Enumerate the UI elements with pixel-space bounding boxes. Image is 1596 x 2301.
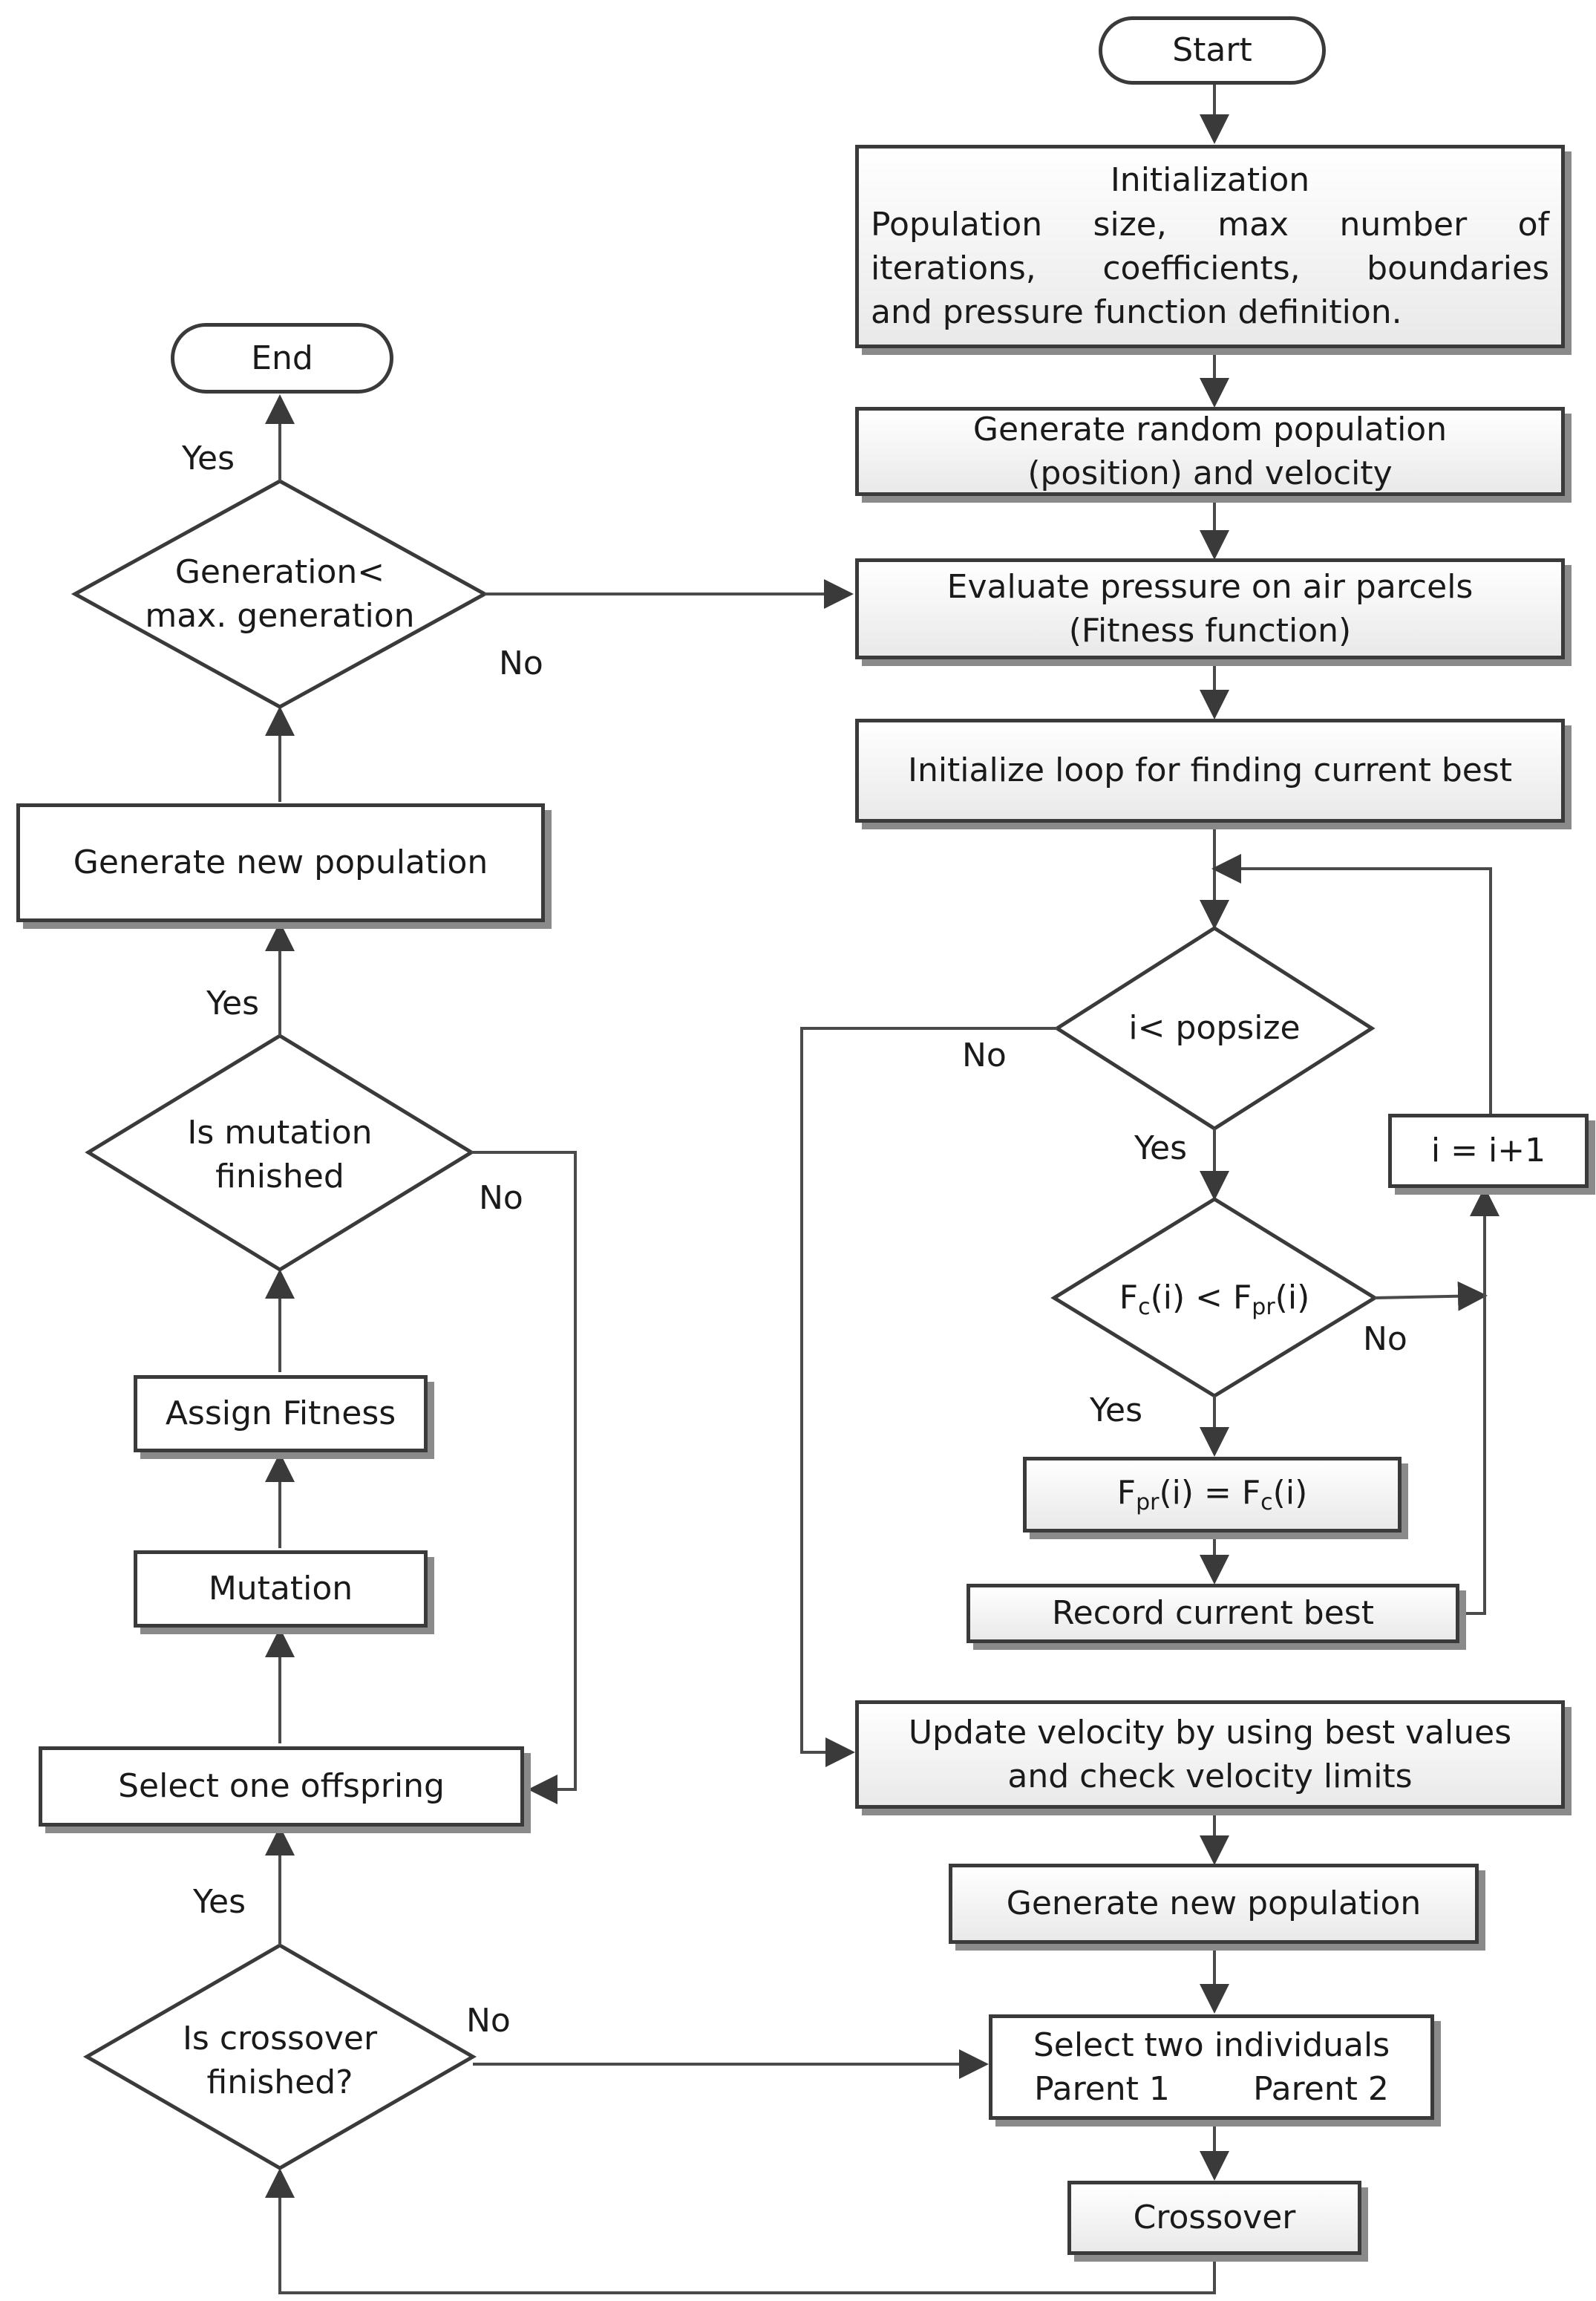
arrow-fitness-no-increment	[1374, 1281, 1488, 1311]
fitness-condition-label: Fc(i) < Fpr(i)	[1119, 1276, 1309, 1323]
crossover-condition-text: Is crossover finished?	[126, 2008, 434, 2112]
yes-label-popsize: Yes	[1134, 1129, 1188, 1167]
yes-label-crossover: Yes	[193, 1883, 246, 1921]
evaluate-line-1: Evaluate pressure on air parcels	[946, 567, 1474, 606]
record-best-label: Record current best	[1052, 1594, 1374, 1633]
mutation-label: Mutation	[208, 1570, 353, 1608]
fitness-condition-text: Fc(i) < Fpr(i)	[1091, 1259, 1338, 1340]
generate-new-population-right-box: Generate new population	[949, 1864, 1479, 1944]
no-label-fitness: No	[1363, 1320, 1407, 1358]
arrow-condmutation-no-offspring	[471, 1151, 577, 1804]
yes-label-fitness: Yes	[1090, 1391, 1143, 1429]
increment-label: i = i+1	[1430, 1132, 1546, 1170]
assign-best-sub-b: c	[1260, 1489, 1273, 1516]
generate-random-line-1: Generate random population	[972, 410, 1448, 448]
arrow-increment-loop	[1211, 854, 1492, 1114]
assign-best-part-c: (i)	[1272, 1474, 1308, 1512]
update-velocity-box: Update velocity by using best values and…	[855, 1700, 1565, 1809]
assign-best-label: Fpr(i) = Fc(i)	[1117, 1471, 1307, 1518]
initialize-loop-box: Initialize loop for finding current best	[855, 719, 1565, 823]
initialize-loop-label: Initialize loop for finding current best	[907, 751, 1513, 790]
popsize-condition-label: i< popsize	[1128, 1009, 1301, 1048]
assign-fitness-box: Assign Fitness	[134, 1375, 428, 1452]
no-label-popsize: No	[962, 1037, 1007, 1074]
select-one-offspring-box: Select one offspring	[39, 1746, 524, 1827]
crossover-label: Crossover	[1133, 2199, 1296, 2237]
popsize-condition-text: i< popsize	[1094, 988, 1335, 1069]
fitness-condition-sub-b: pr	[1252, 1294, 1275, 1321]
increment-box: i = i+1	[1388, 1114, 1589, 1188]
assign-best-part-a: F	[1116, 1474, 1137, 1512]
select-two-individuals-box: Select two individuals Parent 1 Parent 2	[989, 2014, 1434, 2120]
parent-2-label: Parent 2	[1253, 2070, 1389, 2108]
parent-1-label: Parent 1	[1034, 2070, 1170, 2108]
generate-new-population-left-label: Generate new population	[73, 843, 488, 882]
no-label-crossover: No	[466, 2002, 511, 2040]
crossover-condition-line-2: finished?	[206, 2063, 353, 2101]
generate-new-population-right-label: Generate new population	[1006, 1884, 1422, 1923]
yes-label-mutation: Yes	[206, 985, 260, 1022]
select-offspring-label: Select one offspring	[118, 1767, 445, 1806]
mutation-box: Mutation	[134, 1550, 428, 1628]
fitness-condition-part-a: F	[1119, 1279, 1139, 1317]
update-velocity-line-1: Update velocity by using best values	[908, 1713, 1512, 1752]
update-velocity-line-2: and check velocity limits	[1007, 1757, 1413, 1795]
generate-random-population-box: Generate random population (position) an…	[855, 407, 1565, 496]
generation-condition-text: Generation< max. generation	[104, 542, 456, 646]
fitness-condition-part-b: (i) < F	[1150, 1279, 1252, 1317]
initialization-title: Initialization	[1110, 161, 1310, 200]
start-terminal: Start	[1099, 16, 1326, 85]
mutation-condition-line-2: finished	[215, 1158, 344, 1195]
crossover-box: Crossover	[1067, 2181, 1361, 2255]
no-label-mutation: No	[479, 1179, 523, 1217]
generation-condition-line-2: max. generation	[145, 597, 415, 635]
arrow-crossover-condcrossover	[265, 2168, 1216, 2294]
select-two-label: Select two individuals	[1033, 2026, 1390, 2064]
generate-new-population-left-box: Generate new population	[16, 803, 545, 922]
arrow-record-increment	[1461, 1187, 1499, 1615]
initialization-line-1: Population size, max number of	[871, 205, 1549, 244]
assign-best-box: Fpr(i) = Fc(i)	[1023, 1457, 1402, 1533]
no-label-generation: No	[499, 644, 543, 682]
evaluate-pressure-box: Evaluate pressure on air parcels (Fitnes…	[855, 558, 1565, 659]
fitness-condition-part-c: (i)	[1275, 1279, 1310, 1317]
assign-best-sub-a: pr	[1136, 1489, 1160, 1516]
evaluate-line-2: (Fitness function)	[1068, 612, 1352, 650]
generation-condition-line-1: Generation<	[174, 552, 385, 591]
initialization-line-2: iterations, coefficients, boundaries	[871, 249, 1549, 287]
start-label: Start	[1172, 31, 1252, 70]
generate-random-line-2: (position) and velocity	[1027, 454, 1393, 492]
mutation-condition-text: Is mutation finished	[126, 1103, 434, 1207]
end-label: End	[251, 339, 313, 377]
fitness-condition-sub-a: c	[1138, 1294, 1151, 1321]
assign-best-part-b: (i) = F	[1159, 1474, 1261, 1512]
mutation-condition-line-1: Is mutation	[187, 1113, 373, 1152]
initialization-line-3: and pressure function definition.	[871, 293, 1402, 332]
initialization-box: Initialization Population size, max numb…	[855, 145, 1565, 348]
assign-fitness-label: Assign Fitness	[165, 1394, 396, 1433]
end-terminal: End	[171, 323, 393, 394]
record-best-box: Record current best	[967, 1584, 1459, 1643]
yes-label-generation: Yes	[182, 440, 235, 477]
arrow-popsize-no-update	[800, 1027, 1057, 1767]
crossover-condition-line-1: Is crossover	[182, 2019, 378, 2057]
